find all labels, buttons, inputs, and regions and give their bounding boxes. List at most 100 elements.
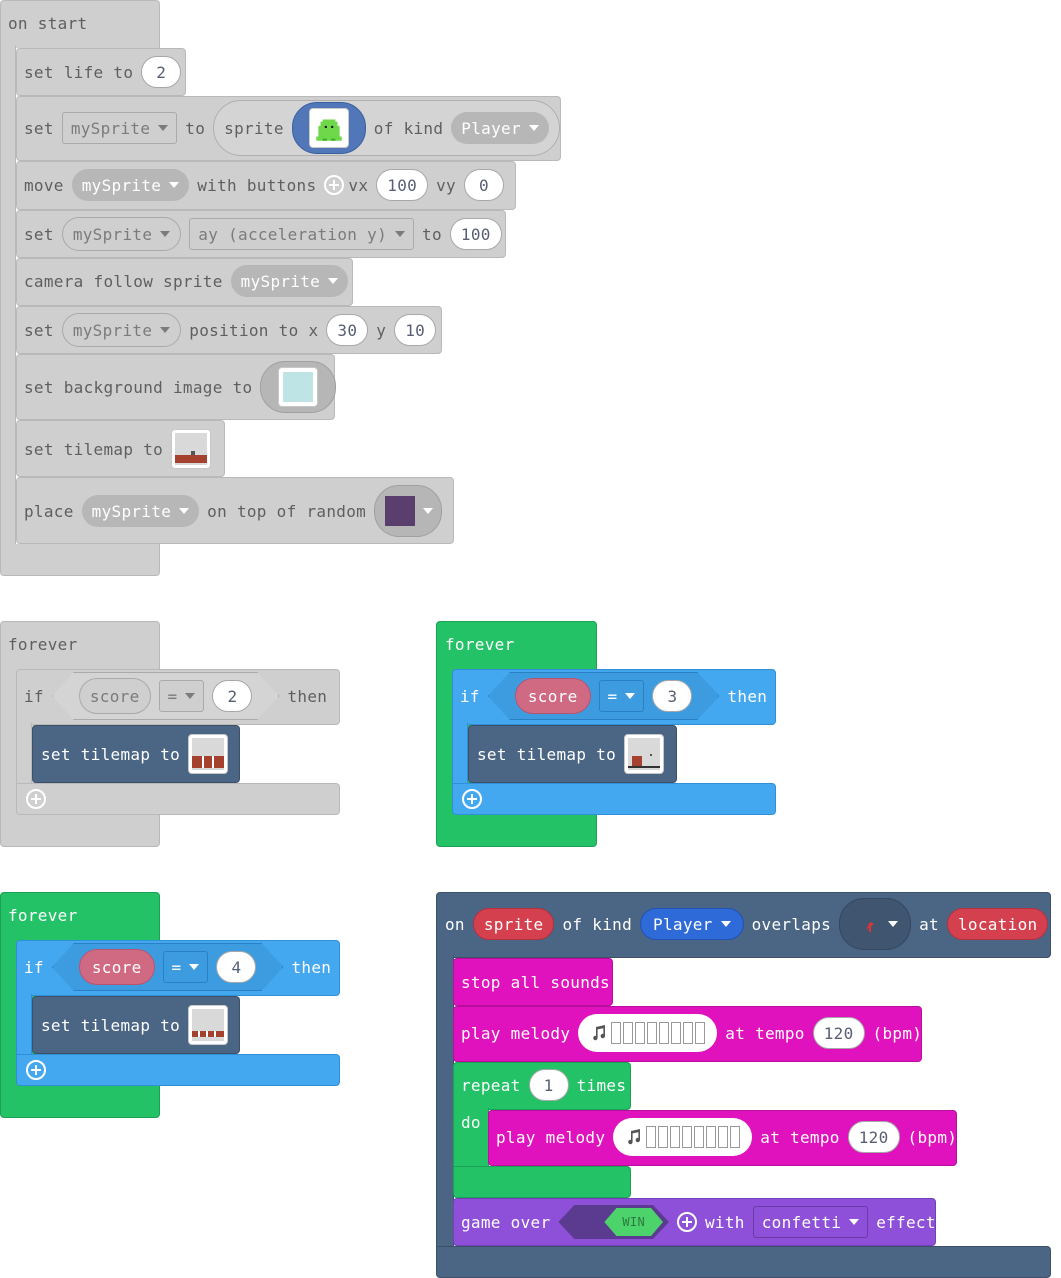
expand-plus-icon[interactable] [324,175,345,195]
vx-label: vx [348,175,369,195]
effect-label: effect [876,1212,936,1232]
chevron-down-icon [328,278,339,284]
chevron-down-icon [160,231,171,237]
sprite-create-reporter[interactable]: sprite of kind Player [213,100,560,156]
score-2-value-input[interactable]: 3 [652,680,692,712]
sprite-property-dropdown[interactable]: ay (acceleration y) [189,218,415,250]
play-melody-1-label: play melody [461,1023,571,1043]
on-top-of-random-label: on top of random [207,501,367,521]
add-else-2[interactable] [462,789,482,813]
repeat-bottom [453,1166,631,1198]
camera-follow-label: camera follow sprite [24,271,223,291]
game-over-label: game over [461,1212,551,1232]
tilemap-3-thumbnail[interactable] [188,1005,229,1045]
add-else-3[interactable] [26,1060,46,1084]
score-3-reporter[interactable]: score [79,949,155,985]
score-1-value-input[interactable]: 2 [212,680,252,712]
green-monster-icon [316,119,342,141]
with-buttons-label: with buttons [197,175,317,195]
do-label: do [461,1112,481,1132]
add-else-1[interactable] [26,789,46,813]
score-2-reporter[interactable]: score [515,678,591,714]
move-sprite-dropdown[interactable]: mySprite [71,169,190,201]
location-param-reporter[interactable]: location [946,908,1049,940]
sprite-image-picker[interactable] [291,102,366,154]
plus-icon[interactable] [462,789,482,809]
tilemap-icon [192,1009,225,1041]
overlap-kind-dropdown[interactable]: Player [640,908,744,940]
set-background-label: set background image to [24,377,253,397]
if-block-1-footer [16,783,340,815]
comparison-1[interactable]: score = 2 [52,672,280,720]
chevron-down-icon [179,508,190,514]
expand-plus-icon[interactable] [676,1212,697,1232]
set-tilemap-1-label: set tilemap to [41,744,181,764]
vy-input[interactable]: 0 [463,169,504,201]
on-label: on [445,914,465,934]
light-cyan-swatch [283,372,314,402]
tilemap-thumbnail[interactable] [171,429,212,469]
sprite-variable-dropdown[interactable]: mySprite [61,112,178,144]
life-value-input[interactable]: 2 [141,56,182,88]
forever-2-label: forever [445,634,515,654]
accel-sprite-value: mySprite [72,224,153,244]
tile-location-picker[interactable] [839,898,912,950]
on-start-side [0,46,16,546]
overlaps-label: overlaps [751,914,832,934]
place-sprite-dropdown[interactable]: mySprite [81,495,200,527]
set-tilemap-2-label: set tilemap to [477,744,617,764]
background-thumbnail [278,367,319,407]
melody-2-editor[interactable] [613,1118,753,1156]
chevron-down-icon [395,231,406,237]
score-3-value-input[interactable]: 4 [216,951,256,983]
forever-3-label: forever [8,905,78,925]
if-3-label: if [24,957,44,977]
acceleration-input[interactable]: 100 [449,218,502,250]
win-toggle[interactable]: WIN [604,1208,663,1236]
score-1-reporter[interactable]: score [79,678,151,714]
background-image-picker[interactable] [260,361,337,413]
set-life-label: set life to [24,62,134,82]
win-boolean-slot[interactable]: WIN [558,1205,669,1239]
move-label: move [24,175,64,195]
tempo-2-input[interactable]: 120 [847,1121,900,1153]
tilemap-1-thumbnail[interactable] [188,734,229,774]
operator-1-dropdown[interactable]: = [159,680,205,712]
tile-picker-dropdown[interactable] [374,485,443,537]
chevron-down-icon [720,921,731,927]
chevron-down-icon [849,1219,860,1225]
position-sprite-dropdown[interactable]: mySprite [61,313,182,347]
tempo-1-input[interactable]: 120 [812,1017,865,1049]
set-sprite-label: set [24,118,54,138]
effect-dropdown[interactable]: confetti [752,1206,869,1238]
repeat-count-input[interactable]: 1 [528,1069,569,1101]
comparison-2[interactable]: score = 3 [488,672,720,720]
chevron-down-icon [528,125,539,131]
vx-input[interactable]: 100 [376,169,429,201]
plus-icon[interactable] [26,1060,46,1080]
comparison-3[interactable]: score = 4 [52,943,284,991]
set-tilemap-label: set tilemap to [24,439,164,459]
on-start-block[interactable] [0,0,160,48]
sprite-param-reporter[interactable]: sprite [472,908,555,940]
position-y-input[interactable]: 10 [394,314,437,346]
set-tilemap-3-label: set tilemap to [41,1015,181,1035]
sprite-kind-dropdown[interactable]: Player [451,112,549,144]
stop-all-sounds-label: stop all sounds [461,972,610,992]
tilemap-icon [628,738,661,770]
if-block-2-side [452,723,468,785]
accel-to-label: to [422,224,442,244]
chevron-down-icon [160,327,171,333]
tilemap-2-thumbnail[interactable] [624,734,665,774]
music-note-icon [593,1025,606,1041]
accel-sprite-dropdown[interactable]: mySprite [61,217,182,251]
position-x-input[interactable]: 30 [326,314,369,346]
operator-3-dropdown[interactable]: = [163,951,209,983]
if-block-3-footer [16,1054,340,1086]
plus-icon[interactable] [26,789,46,809]
melody-1-editor[interactable] [578,1014,718,1052]
chevron-down-icon [423,508,434,514]
stop-all-sounds-block[interactable] [453,958,613,1006]
camera-sprite-dropdown[interactable]: mySprite [230,265,349,297]
operator-2-dropdown[interactable]: = [599,680,645,712]
